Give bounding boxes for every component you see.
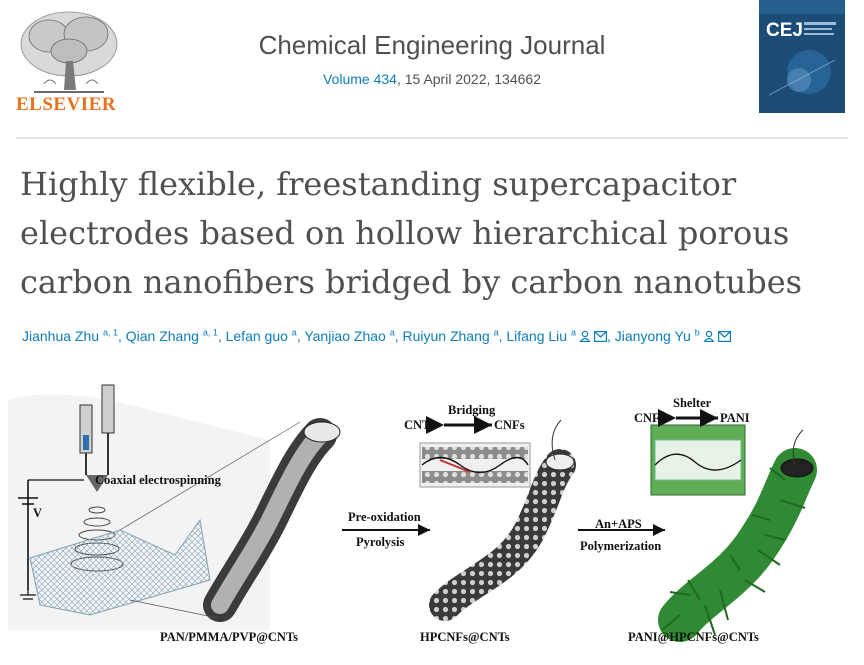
author-link[interactable]: Ruiyun Zhang a [403, 328, 499, 344]
header-divider [16, 137, 848, 139]
author-separator: , [498, 328, 507, 344]
author-separator: , [296, 328, 305, 344]
person-icon[interactable] [703, 329, 715, 345]
step2-top-label: An+APS [595, 517, 642, 531]
issue-info: , 15 April 2022, 134662 [396, 71, 541, 87]
author-affiliation: a [570, 327, 576, 338]
elsevier-tree-logo[interactable] [14, 6, 124, 116]
author-name: Yanjiao Zhao [304, 328, 386, 344]
step1-top-label: Pre-oxidation [348, 510, 421, 524]
author-link[interactable]: Jianhua Zhu a, 1 [22, 328, 118, 344]
author-link[interactable]: Qian Zhang a, 1 [126, 328, 218, 344]
electrospinning-label: Coaxial electrospinning [95, 473, 221, 487]
author-separator: , [117, 328, 126, 344]
author-name: Ruiyun Zhang [402, 328, 490, 344]
author-separator: , [217, 328, 226, 344]
author-link[interactable]: Jianyong Yu b [615, 328, 731, 344]
journal-cover-image[interactable]: CEJ [759, 0, 845, 113]
author-affiliation: a [389, 327, 395, 338]
author-link[interactable]: Yanjiao Zhao a [304, 328, 394, 344]
shelter-left-label: CNFs [634, 411, 665, 425]
author-affiliation: a, 1 [102, 327, 118, 338]
author-list: Jianhua Zhu a, 1, Qian Zhang a, 1, Lefan… [22, 328, 852, 345]
author-affiliation: b [694, 327, 700, 338]
shelter-title: Shelter [673, 396, 712, 410]
caption-hpcnf: HPCNFs@CNTs [420, 630, 510, 644]
journal-meta: Volume 434, 15 April 2022, 134662 [0, 71, 864, 87]
publisher-wordmark: ELSEVIER [16, 94, 117, 115]
author-name: Qian Zhang [125, 328, 199, 344]
author-name: Jianhua Zhu [22, 328, 100, 344]
journal-title[interactable]: Chemical Engineering Journal [258, 30, 606, 60]
article-title: Highly flexible, freestanding supercapac… [20, 165, 803, 301]
envelope-icon[interactable] [717, 329, 731, 345]
bridging-title: Bridging [448, 403, 496, 417]
author-affiliation: a [493, 327, 499, 338]
shelter-right-label: PANI [720, 411, 750, 425]
caption-pani: PANI@HPCNFs@CNTs [628, 630, 759, 644]
person-icon[interactable] [579, 329, 591, 345]
author-name: Lefan guo [225, 328, 288, 344]
author-name: Jianyong Yu [614, 328, 691, 344]
cover-abbrev: CEJ [766, 20, 803, 41]
bridging-left-label: CNTs [404, 418, 435, 432]
volume-link[interactable]: Volume 434 [323, 71, 397, 87]
step1-bottom-label: Pyrolysis [356, 535, 405, 549]
graphical-abstract: Coaxial electrospinning V Pre-oxidation … [0, 380, 864, 665]
electrospinning-setup [8, 384, 341, 630]
author-separator: , [394, 328, 403, 344]
author-link[interactable]: Lefan guo a [226, 328, 297, 344]
author-separator: , [606, 328, 615, 344]
step2-bottom-label: Polymerization [580, 539, 662, 553]
author-affiliation: a, 1 [202, 327, 218, 338]
hpcnf-diagram [419, 416, 576, 621]
pani-hpcnf-diagram [650, 409, 817, 642]
caption-precursor: PAN/PMMA/PVP@CNTs [160, 630, 299, 644]
author-affiliation: a [291, 327, 297, 338]
bridging-right-label: CNFs [494, 418, 525, 432]
voltage-label: V [33, 506, 43, 520]
author-link[interactable]: Lifang Liu a [506, 328, 607, 344]
author-name: Lifang Liu [506, 328, 568, 344]
envelope-icon[interactable] [593, 329, 607, 345]
